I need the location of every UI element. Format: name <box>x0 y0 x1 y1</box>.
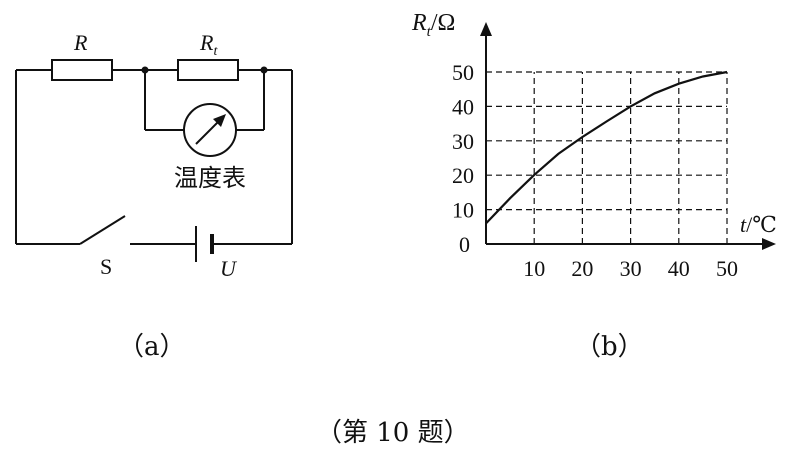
y-tick-label-50: 50 <box>452 60 474 85</box>
axes <box>480 22 776 250</box>
resistor-rt <box>177 59 239 81</box>
x-axis-arrow-icon <box>762 238 776 250</box>
grid-lines <box>486 71 728 244</box>
x-tick-label-50: 50 <box>716 256 738 281</box>
battery-icon <box>195 226 214 262</box>
resistor-r <box>51 59 113 81</box>
junction-dot-right <box>260 66 268 74</box>
y-tick-label-40: 40 <box>452 94 474 119</box>
resistor-rt-label: Rt <box>199 30 218 59</box>
x-tick-label-20: 20 <box>571 256 593 281</box>
y-axis-arrow-icon <box>480 22 492 36</box>
x-tick-label-40: 40 <box>668 256 690 281</box>
circuit-diagram <box>15 69 293 245</box>
panel-label-a: （a） <box>118 332 186 362</box>
panel-label-b: （b） <box>575 332 644 362</box>
y-tick-label-10: 10 <box>452 198 474 223</box>
x-tick-label-10: 10 <box>523 256 545 281</box>
voltage-label: U <box>220 256 238 281</box>
meter-icon <box>183 103 237 157</box>
rt-vs-t-chart: 10 20 30 40 50 10 20 30 40 50 Rt/Ω t/℃ 0 <box>411 10 777 281</box>
y-tick-label-30: 30 <box>452 129 474 154</box>
origin-label: 0 <box>459 232 470 257</box>
switch-lever <box>79 215 126 245</box>
switch-label: S <box>100 254 112 279</box>
tick-labels: 10 20 30 40 50 10 20 30 40 50 <box>452 60 738 281</box>
figure-caption: （第 10 题） <box>316 418 470 448</box>
x-axis-label: t/℃ <box>740 212 777 237</box>
junction-dot-left <box>141 66 149 74</box>
x-tick-label-30: 30 <box>620 256 642 281</box>
y-axis-label: Rt/Ω <box>411 10 455 40</box>
resistor-r-label: R <box>73 30 88 55</box>
y-tick-label-20: 20 <box>452 163 474 188</box>
series-curve <box>485 70 728 225</box>
meter-label: 温度表 <box>174 165 246 192</box>
